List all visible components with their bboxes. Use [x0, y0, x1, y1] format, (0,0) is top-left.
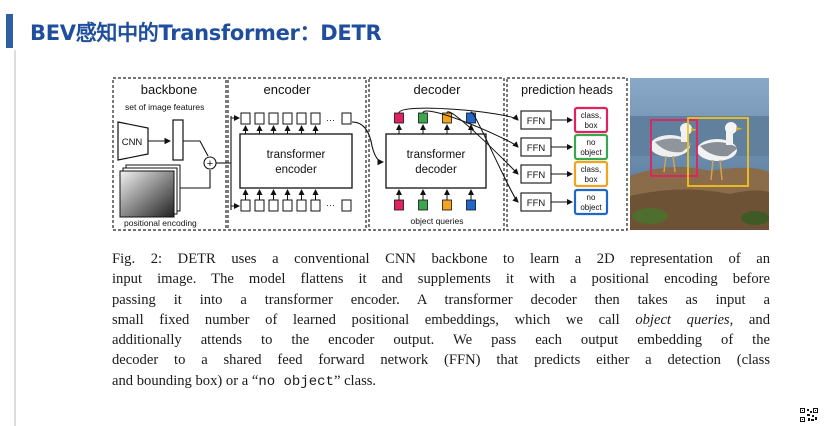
prediction-output-box — [573, 133, 609, 161]
caption-line-5: additionally attends to the encoder outp… — [112, 332, 770, 349]
encoder-input-token — [254, 112, 265, 125]
seagulls-photo — [630, 78, 769, 230]
decoder-token-arrows — [396, 124, 474, 200]
encoder-input-token — [296, 112, 307, 125]
detection-box-right-gull — [687, 117, 749, 187]
encoder-token-arrows — [231, 115, 319, 209]
transformer-encoder-line1: transformer — [267, 149, 326, 161]
object-query-tokens — [394, 199, 476, 211]
object-query-token — [442, 199, 452, 211]
prediction-output-box — [573, 160, 609, 188]
encoder-output-token — [254, 199, 265, 212]
caption-line-7: and bounding box) or a “no object” class… — [112, 371, 770, 392]
transformer-encoder-line2: encoder — [275, 164, 317, 176]
figure-caption: Fig. 2: DETR uses a conventional CNN bac… — [112, 249, 770, 392]
encoder-output-token — [282, 199, 293, 212]
caption-line-2: input image. The model flattens it and s… — [112, 271, 770, 288]
encoder-bottom-ellipsis: ··· — [326, 200, 335, 210]
transformer-decoder-line2: decoder — [415, 164, 457, 176]
caption-object-queries: object queries — [635, 311, 730, 328]
caption-line-7-end: ” class. — [333, 372, 377, 389]
detr-architecture-diagram: backbone encoder decoder prediction head… — [112, 77, 769, 231]
caption-line-4-text: small fixed number of learned positional… — [112, 311, 636, 328]
decoder-to-ffn-link — [470, 111, 519, 203]
ffn-label: FFN — [527, 143, 546, 154]
add-to-encoder-routes — [227, 116, 232, 210]
decoder-title: decoder — [414, 82, 462, 97]
object-query-token — [394, 199, 404, 211]
object-query-token — [466, 199, 476, 211]
cnn-label: CNN — [122, 137, 143, 148]
image-features-block — [172, 119, 184, 161]
encoder-input-token — [282, 112, 293, 125]
posenc-to-add-connector — [180, 170, 211, 189]
decoder-section — [368, 77, 505, 231]
caption-line-7-text: and bounding box) or a “ — [112, 372, 259, 389]
add-symbol: + — [207, 158, 213, 170]
decoder-to-ffn-link — [446, 111, 519, 175]
decoder-to-ffn-link — [422, 110, 519, 148]
caption-line-4-end: , and — [729, 311, 770, 328]
encoder-input-token — [341, 112, 352, 125]
caption-line-6: decoder to a shared feed forward network… — [112, 352, 770, 369]
prediction-heads: FFNclass,boxFFNnoobjectFFNclass,boxFFNno… — [520, 106, 609, 216]
caption-line-4: small fixed number of learned positional… — [112, 310, 770, 330]
object-queries-label: object queries — [411, 216, 464, 226]
ffn-label: FFN — [527, 170, 546, 181]
prediction-output-line2: object — [580, 148, 602, 157]
backbone-title: backbone — [141, 82, 197, 97]
caption-line-3: passing it into a transformer encoder. A… — [112, 291, 770, 308]
prediction-heads-section — [506, 77, 628, 231]
encoder-output-token — [296, 199, 307, 212]
title-accent-bar — [6, 14, 13, 48]
transformer-encoder-block — [239, 133, 353, 189]
encoder-input-token — [268, 112, 279, 125]
encoder-top-ellipsis: ··· — [326, 115, 335, 125]
encoder-output-token — [310, 199, 321, 212]
decoder-output-embedding — [466, 112, 476, 124]
features-to-add-connector — [183, 140, 209, 157]
decoder-output-embedding — [394, 112, 404, 124]
prediction-output-box — [573, 188, 609, 216]
prediction-output-line1: no — [587, 138, 596, 147]
encoder-input-tokens — [240, 112, 352, 125]
transformer-decoder-block — [385, 133, 487, 189]
caption-line-1: Fig. 2: DETR uses a conventional CNN bac… — [112, 251, 770, 267]
prediction-output-line1: class, — [581, 111, 601, 120]
qr-code-icon — [800, 408, 818, 422]
object-query-token — [418, 199, 428, 211]
encoder-output-token — [240, 199, 251, 212]
prediction-output-line1: no — [587, 193, 596, 202]
positional-encoding-label: positional encoding — [124, 218, 197, 228]
transformer-decoder-line1: transformer — [407, 149, 466, 161]
decoder-to-ffn-connections — [398, 107, 519, 203]
caption-no-object: no object — [258, 373, 334, 390]
prediction-output-box — [573, 106, 609, 134]
backbone-section — [112, 77, 227, 231]
set-of-image-features-label: set of image features — [125, 102, 204, 112]
detection-box-left-gull — [650, 119, 698, 177]
ffn-label: FFN — [527, 198, 546, 209]
encoder-input-token — [310, 112, 321, 125]
slide-title: BEV感知中的Transformer：DETR — [30, 21, 382, 45]
prediction-output-line2: box — [585, 175, 598, 184]
cnn-block — [117, 121, 149, 161]
prediction-output-line2: object — [580, 203, 602, 212]
positional-encoding-map — [119, 170, 175, 218]
prediction-output-line1: class, — [581, 165, 601, 174]
encoder-input-token — [240, 112, 251, 125]
decoder-output-embedding — [418, 112, 428, 124]
prediction-output-line2: box — [585, 121, 598, 130]
encoder-output-token — [268, 199, 279, 212]
left-divider — [14, 50, 16, 426]
encoder-title: encoder — [264, 82, 312, 97]
encoder-output-token — [341, 199, 352, 212]
prediction-heads-title: prediction heads — [521, 83, 613, 97]
decoder-to-ffn-link — [398, 107, 519, 121]
encoder-to-decoder-connector — [351, 121, 385, 166]
ffn-label: FFN — [527, 116, 546, 127]
